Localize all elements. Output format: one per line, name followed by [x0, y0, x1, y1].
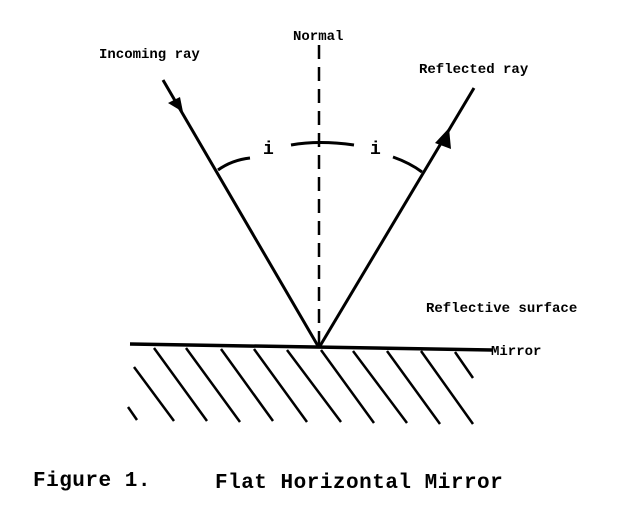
angle-i-right-label: i	[370, 140, 381, 160]
figure-number: Figure 1.	[33, 470, 151, 493]
incoming-ray-arrowhead	[168, 97, 183, 112]
normal-label: Normal	[293, 29, 344, 45]
angle-i-left-label: i	[263, 140, 274, 160]
figure-title: Flat Horizontal Mirror	[215, 472, 504, 495]
reflected-ray-label: Reflected ray	[419, 62, 529, 78]
angle-arc-left	[217, 156, 251, 172]
mirror-surface-line	[129, 342, 493, 352]
angle-arc-top	[290, 141, 355, 147]
incoming-ray-label: Incoming ray	[99, 47, 200, 63]
mirror-label: Mirror	[491, 344, 542, 360]
incoming-ray-line	[161, 79, 320, 347]
mirror-hatching	[126, 347, 475, 425]
angle-arc-right	[392, 155, 423, 174]
reflected-ray-arrowhead	[435, 128, 451, 149]
reflective-surface-label: Reflective surface	[426, 301, 578, 317]
